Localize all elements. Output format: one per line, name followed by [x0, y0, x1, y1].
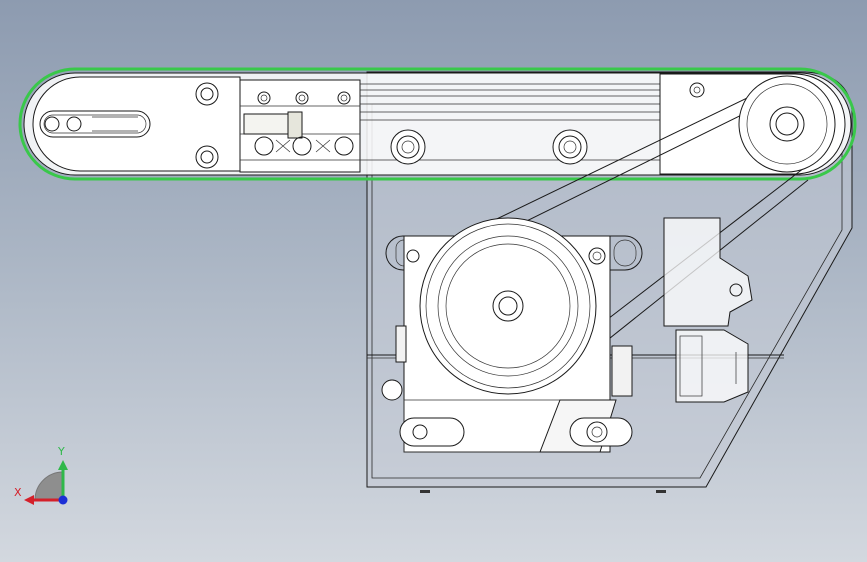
- x-axis-label: X: [14, 486, 22, 499]
- tension-bracket: [663, 217, 753, 403]
- belt-arm: [18, 67, 857, 181]
- axis-triad: Y X: [14, 445, 68, 505]
- drive-belt: [477, 75, 836, 363]
- motor-assembly: [381, 217, 643, 453]
- y-axis-label: Y: [57, 445, 65, 458]
- z-axis-dot: [58, 495, 68, 505]
